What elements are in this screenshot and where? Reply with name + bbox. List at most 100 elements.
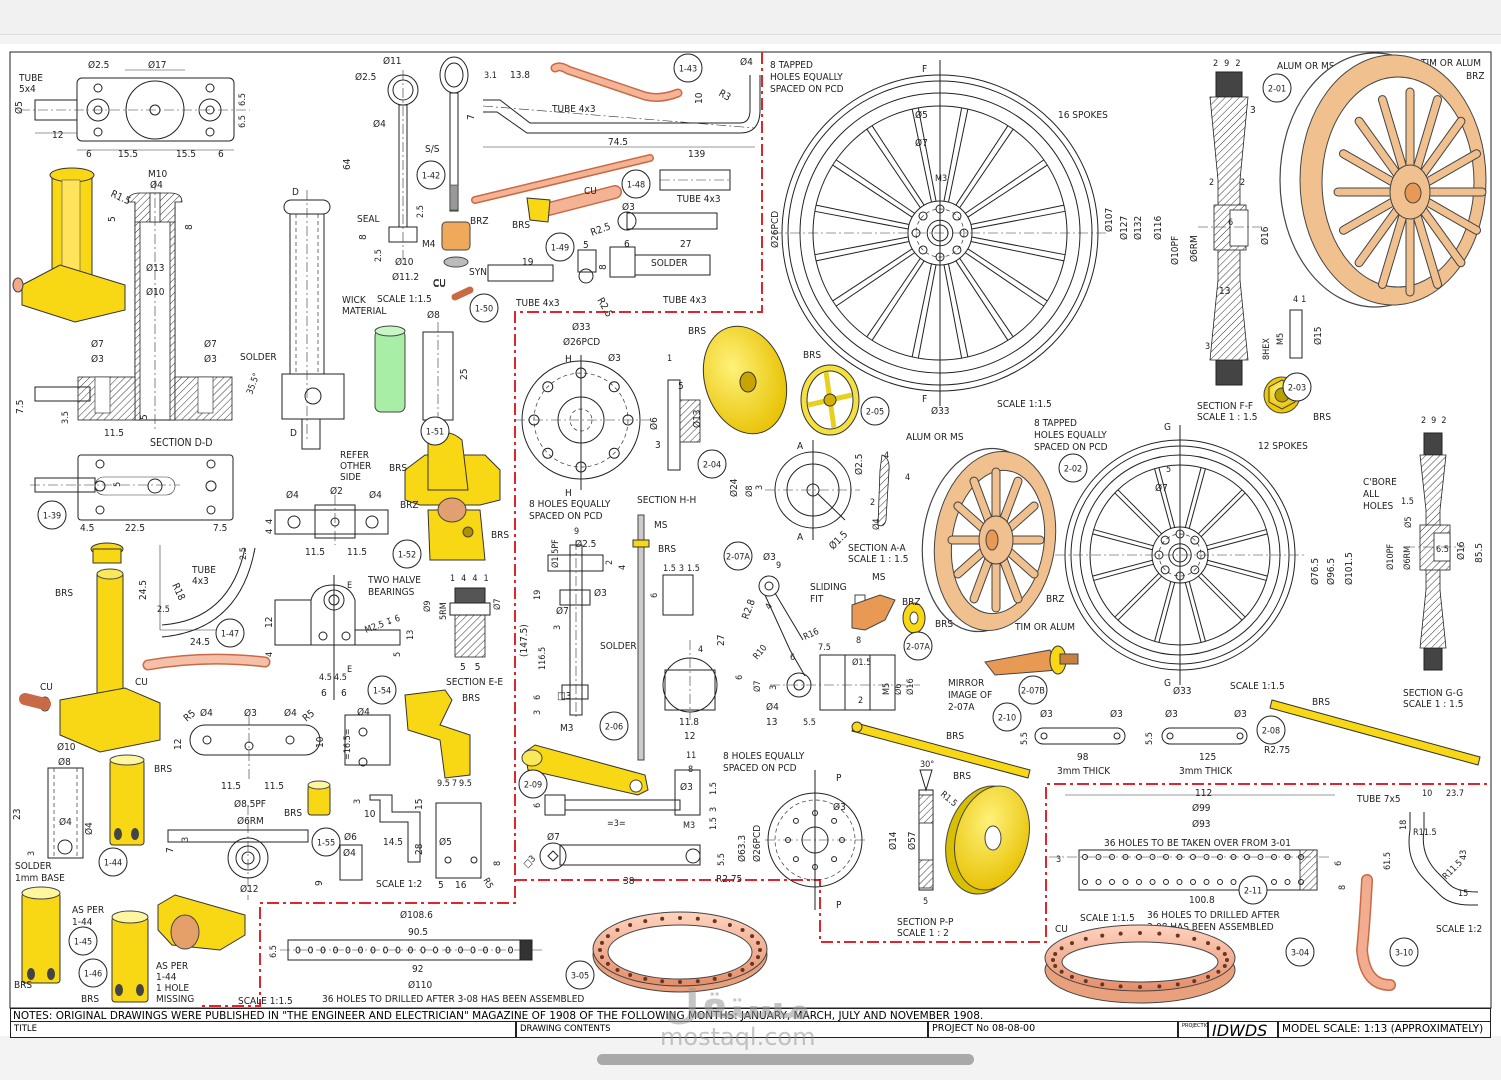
ring-dot [1192,979,1197,984]
ring-dot [1083,979,1088,984]
dim-label: R5 [301,708,317,724]
part-bubble: 2-07A [903,631,933,661]
ring-3-05-3d [592,911,768,993]
dim-label: Ø3 [1165,708,1178,720]
dim-label: 2 [858,696,863,706]
dim-label: Ø3 [1110,708,1123,720]
ring-dot [605,961,610,966]
dim-label: Ø4 [343,847,356,859]
ring-dot [727,973,732,978]
tapped-hole [952,245,962,255]
dim-label: 13 [406,630,416,640]
dim-label: 7.5 [818,643,831,653]
dim-label: Ø3 [1040,708,1053,720]
section-marker: G [1164,678,1171,689]
ring-hole [1082,854,1088,860]
dim-label: 2.5 [374,249,384,262]
dim-label: Ø26PCD [563,336,600,348]
dim-label: 4 [884,451,889,461]
part-bubble: 2-03 [1282,372,1312,402]
dim-label: Ø7 [204,338,217,350]
ring-dot [1059,969,1064,974]
dim-label: R2.8 [740,598,757,621]
tapped-hole [1160,535,1170,545]
dim-label: 8 [358,234,369,240]
wheel-spoke [1154,581,1172,642]
dim-label: 5 [583,240,589,251]
wheel-spoke [1093,529,1154,547]
section-marker: A [797,441,804,452]
scale-label: SCALE 1:1.5 [238,996,293,1007]
dim-label: 85.5 [1474,543,1485,563]
home-indicator[interactable] [597,1054,974,1065]
plate-1-39-plan [30,454,234,521]
ring-dot [740,928,745,933]
dim-label: R18 [169,582,187,603]
part-bubble-circle [68,926,98,956]
material-label: BRZ [470,216,489,227]
dim-label: 13 [766,717,777,728]
dim-label: Ø6RM [237,815,264,827]
section-title: SECTION H-H [637,495,696,506]
ring-hole [1190,854,1196,860]
part-bubble: 1-47 [215,618,245,648]
ring-hole [308,946,313,954]
part-bubble: 2-08 [1256,715,1286,745]
dim-label: 6 [86,149,92,160]
handwheel-2-05-3d [800,364,860,436]
dim-label: R5 [480,877,494,891]
scale-label: SCALE 1:1.5 [1230,681,1285,692]
dim-label: 6 [1228,218,1233,228]
ring-dot [1118,984,1123,989]
ring-hole [1176,879,1183,885]
part-number: 2-08 [1262,727,1280,737]
dim-label: 5 [438,880,444,891]
material-label: CU [40,682,53,693]
ring-dot [1069,974,1074,979]
ring-dot [1175,982,1180,987]
dim-label: R16 [802,627,821,643]
ring-dot [1222,951,1227,956]
dim-label: 12 [264,617,275,628]
wheel-spoke [911,263,933,358]
ring-dot [628,973,633,978]
wheel-spoke [835,159,916,214]
label-tube: TUBE 7x5 [1356,794,1401,805]
dim-label: 15 [414,799,425,810]
dim-label: 15.5 [176,149,196,160]
material-label: CU [433,278,446,289]
dim-label: 1.5 [1401,497,1414,507]
dim-label: Ø7 [492,598,503,610]
part-bubble-circle [518,769,548,799]
wheel-spoke [866,257,921,338]
dim-label: 11.5 [305,547,325,558]
part-bubble: 2-07B [1018,675,1048,705]
tubes-1-45-1-46 [21,886,246,1003]
ring-dot [643,976,648,981]
part-bubble: 2-07A [723,541,753,571]
part-bubble-circle [599,711,629,741]
label-thickness: 3mm THICK [1057,766,1111,777]
wheel-spoke [971,210,1066,230]
project-number-cell: PROJECT No 08-08-00 [928,1022,1178,1038]
pcd-hole [812,864,818,870]
drawing-contents-cell: DRAWING CONTENTS [516,1022,928,1038]
label-solder: SOLDER [600,641,637,652]
part-bubble-circle [1238,875,1268,905]
material-label: BRZ [400,500,419,511]
dim-label: Ø8 [427,309,440,321]
section-marker: P [836,773,842,784]
pulley-2-11-3d [945,785,1030,895]
wheel-spoke [1117,489,1163,535]
wheel-spoke [1206,529,1267,547]
material-label: ALUM OR MS [1277,61,1335,72]
pcd-hole [839,837,845,843]
ring-dot [660,979,665,984]
wheel-spoke [1188,581,1206,642]
dim-label: 10 [1422,789,1432,799]
dim-label: 4.5 [319,673,332,683]
